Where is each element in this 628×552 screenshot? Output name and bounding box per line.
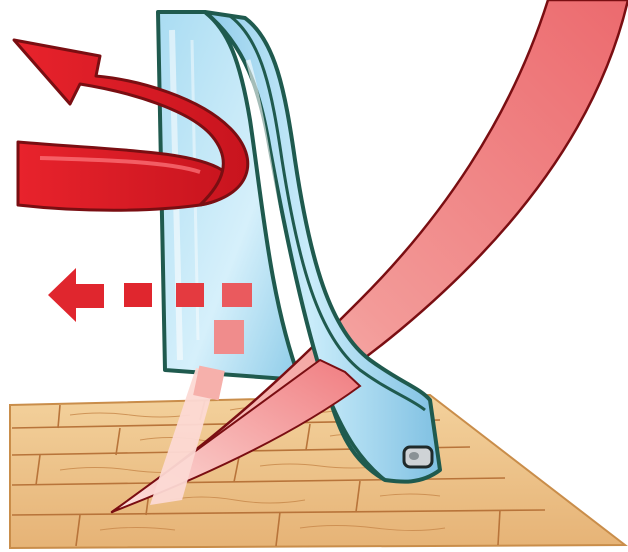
wooden-floor	[10, 395, 625, 548]
